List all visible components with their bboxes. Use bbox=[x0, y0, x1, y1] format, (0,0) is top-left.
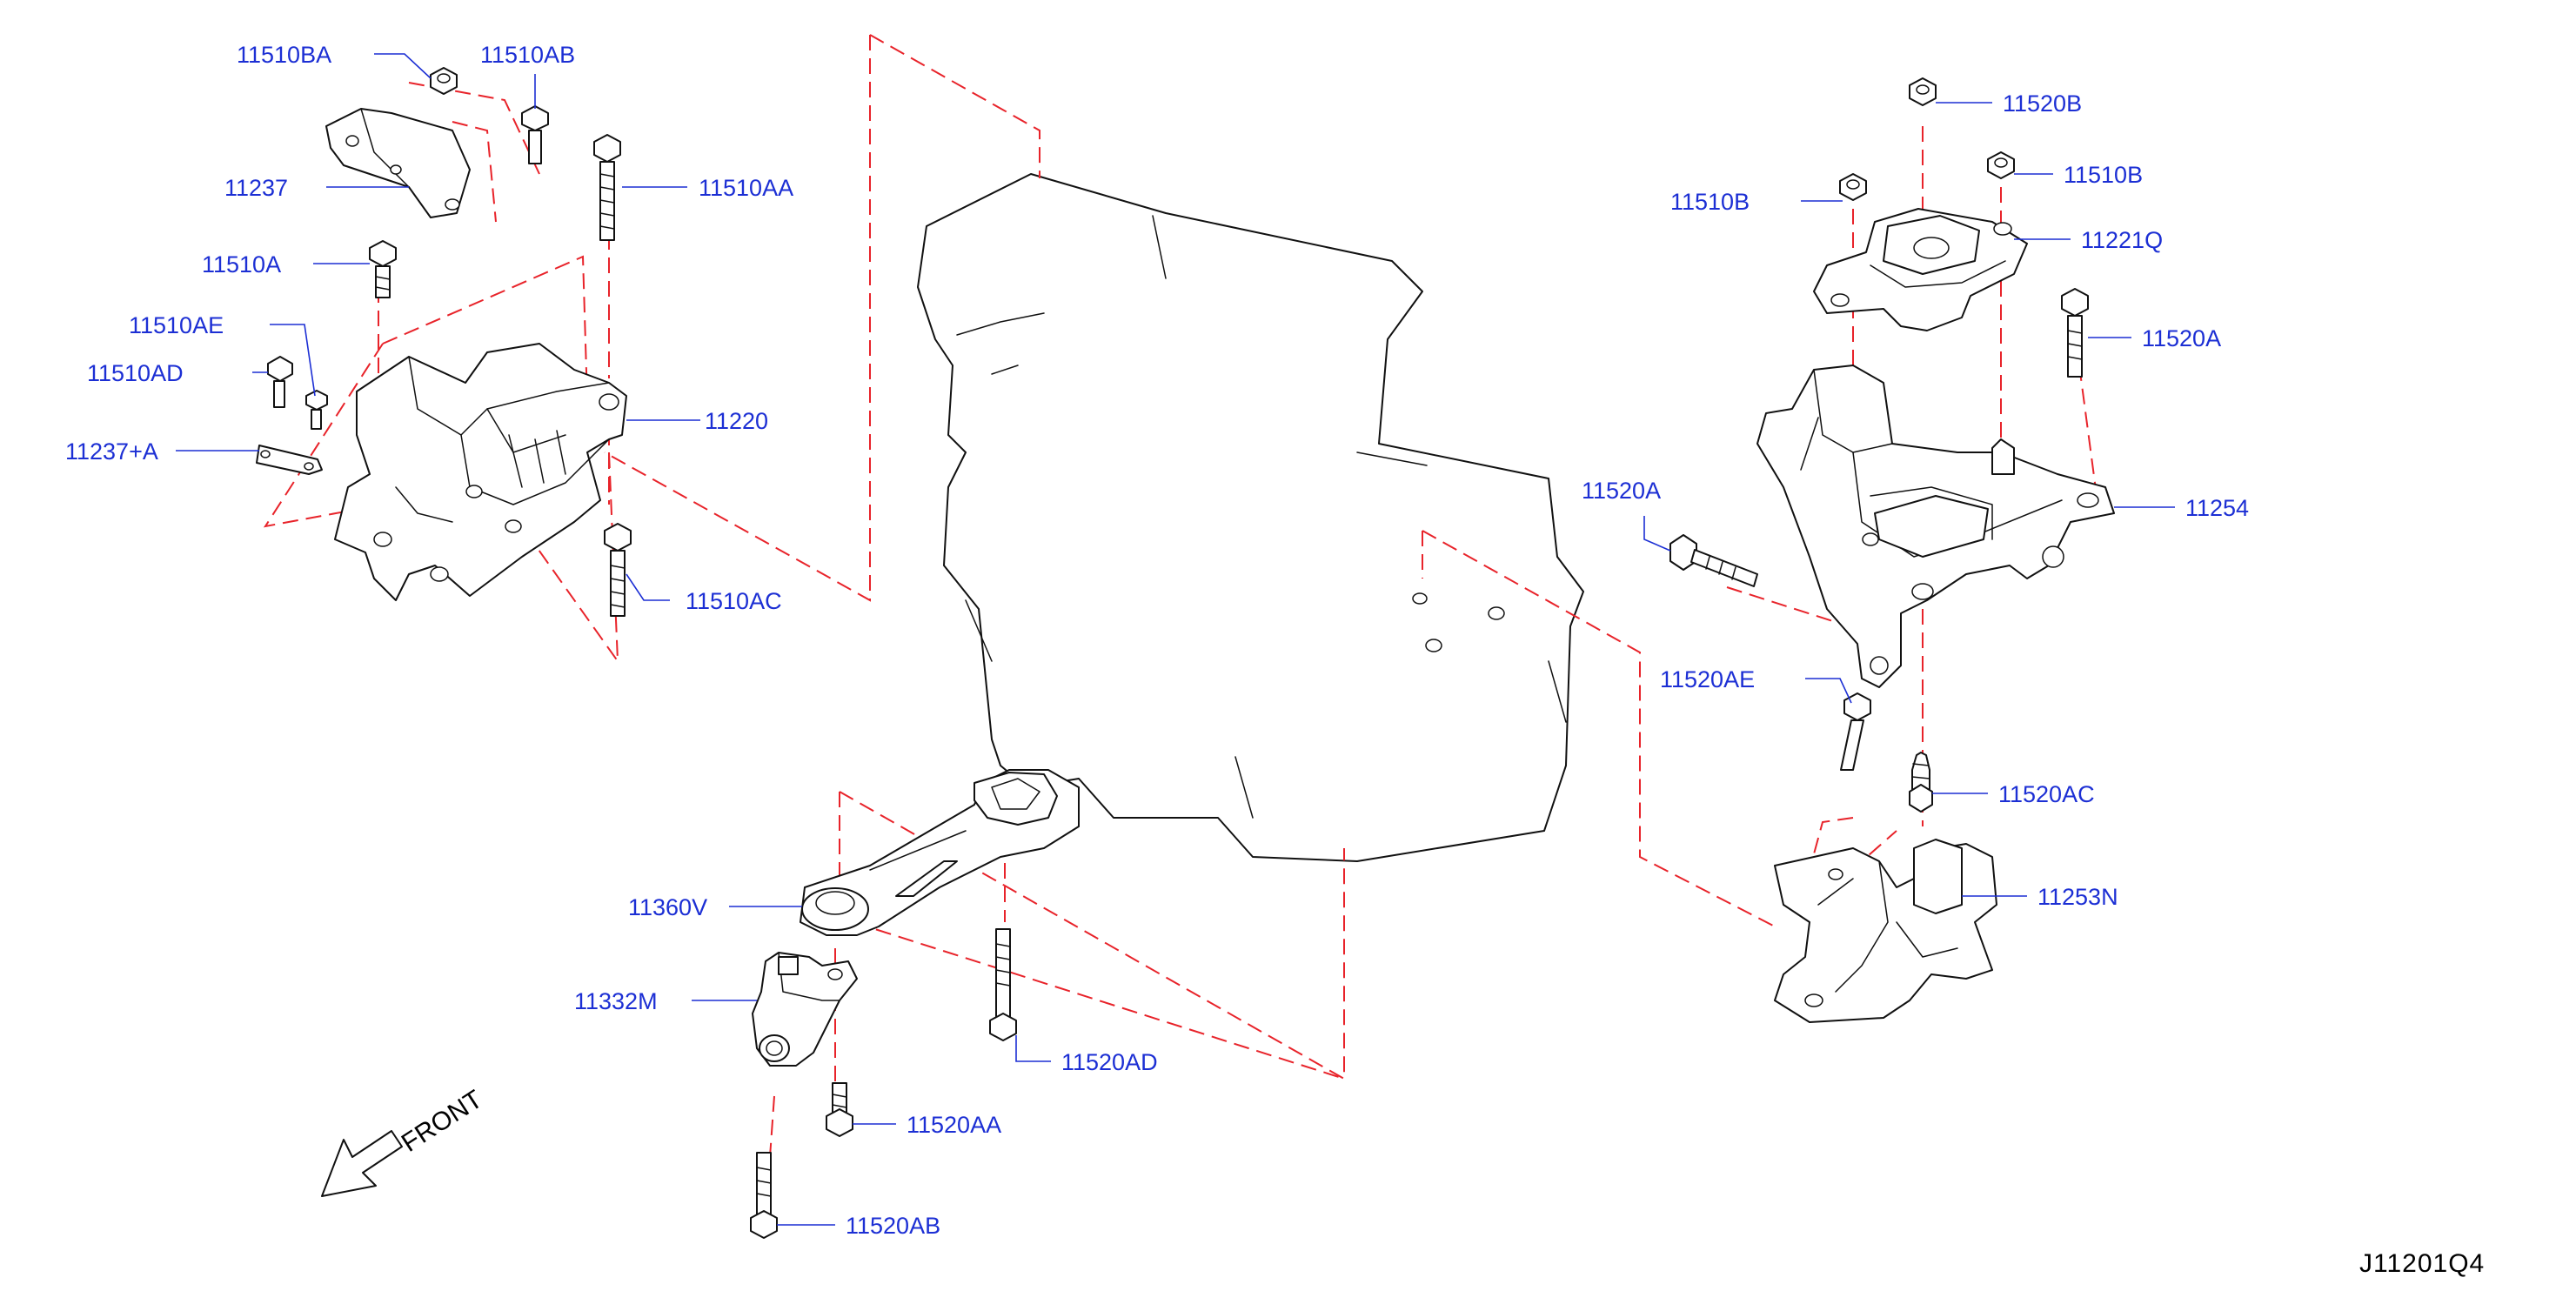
nut-11510BA bbox=[430, 67, 458, 95]
label-11520AB: 11520AB bbox=[846, 1213, 940, 1239]
right-insulator-11221Q bbox=[1813, 208, 2028, 331]
part-labels: 11510BA 11510AB 11237 11510AA 11510A 115… bbox=[65, 42, 2249, 1239]
label-11253N: 11253N bbox=[2037, 884, 2118, 910]
bracket-11237 bbox=[325, 108, 471, 218]
label-11332M: 11332M bbox=[574, 988, 658, 1014]
front-direction-indicator: FRONT bbox=[321, 1085, 488, 1197]
bolt-11510AB bbox=[521, 105, 549, 164]
label-11510AC: 11510AC bbox=[686, 588, 782, 614]
label-11221Q: 11221Q bbox=[2081, 227, 2163, 253]
label-11510B-left: 11510B bbox=[1670, 189, 1750, 215]
label-11510AB: 11510AB bbox=[480, 42, 575, 68]
label-11510AA: 11510AA bbox=[699, 175, 793, 201]
label-11520AA: 11520AA bbox=[907, 1112, 1001, 1138]
nut-11510B-left bbox=[1839, 173, 1867, 201]
label-11360V: 11360V bbox=[628, 894, 707, 920]
bolt-11520AC bbox=[1909, 752, 1933, 813]
bolt-11510AA bbox=[593, 134, 621, 241]
label-11520AD: 11520AD bbox=[1061, 1049, 1158, 1075]
engine-block-outline bbox=[917, 173, 1584, 862]
bolt-11520AE bbox=[1840, 692, 1871, 771]
label-11520AC: 11520AC bbox=[1998, 781, 2095, 807]
plate-11237-plus-a bbox=[256, 445, 323, 475]
label-11510BA: 11510BA bbox=[237, 42, 331, 68]
front-arrow-icon bbox=[321, 1130, 403, 1197]
label-11254: 11254 bbox=[2185, 495, 2249, 521]
bolt-11510A bbox=[369, 240, 397, 298]
bolt-11520A-left bbox=[1669, 534, 1758, 587]
label-11510AD: 11510AD bbox=[87, 360, 184, 386]
bolt-11520AA bbox=[826, 1082, 853, 1137]
label-11237: 11237 bbox=[224, 175, 288, 201]
nut-11520B bbox=[1909, 77, 1937, 106]
label-11520B: 11520B bbox=[2003, 90, 2082, 117]
label-11520AE: 11520AE bbox=[1660, 666, 1755, 692]
figure-code: J11201Q4 bbox=[2359, 1249, 2485, 1278]
bracket-11332M bbox=[752, 952, 858, 1067]
label-11510B-right: 11510B bbox=[2064, 162, 2143, 188]
label-11520A-left: 11520A bbox=[1582, 478, 1661, 504]
bolt-11520AD bbox=[989, 928, 1017, 1041]
leader-lines bbox=[176, 53, 2175, 1226]
right-bracket-11254 bbox=[1756, 365, 2115, 688]
front-label: FRONT bbox=[397, 1085, 488, 1158]
label-11237-plus-a: 11237+A bbox=[65, 438, 158, 465]
label-11220: 11220 bbox=[705, 408, 768, 434]
bolt-11520A-right bbox=[2061, 288, 2089, 378]
label-11510A: 11510A bbox=[202, 251, 281, 278]
bolt-11510AC bbox=[604, 523, 632, 617]
bolt-11510AD bbox=[267, 356, 293, 408]
label-11520A-right: 11520A bbox=[2142, 325, 2221, 351]
torque-rod-11360V bbox=[800, 769, 1080, 936]
label-11510AE: 11510AE bbox=[129, 312, 224, 338]
bolt-11520AB bbox=[750, 1152, 778, 1239]
bolt-11510AE bbox=[305, 390, 328, 430]
nut-11510B-right bbox=[1987, 151, 2015, 179]
left-engine-mount-insulator bbox=[334, 343, 627, 601]
lower-bracket-11253N bbox=[1774, 839, 1997, 1023]
